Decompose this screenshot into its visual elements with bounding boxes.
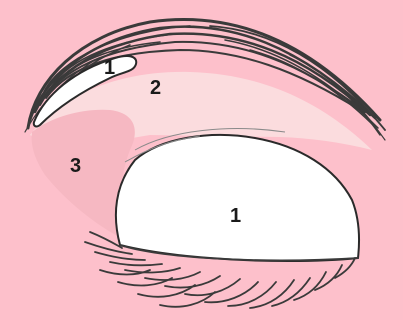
eyelid-area (116, 135, 359, 261)
zone-label-outer-v: 3 (70, 155, 81, 177)
zone-label-brow-highlight: 1 (104, 57, 115, 79)
zone-label-lid: 1 (230, 205, 241, 227)
zone-label-crease: 2 (150, 77, 161, 99)
